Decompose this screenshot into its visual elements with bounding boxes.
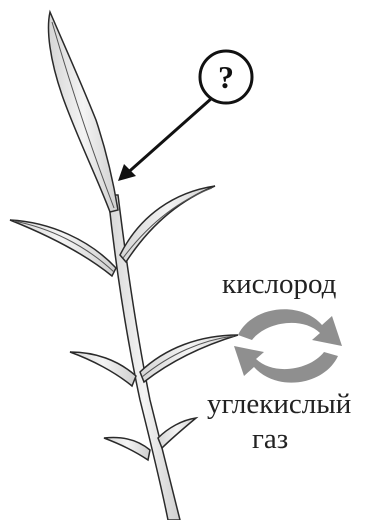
leaf-upper-right bbox=[120, 186, 215, 262]
question-mark: ? bbox=[198, 49, 254, 105]
leaf-lower-right bbox=[158, 418, 196, 448]
leaf-middle-left bbox=[70, 352, 136, 386]
carbon-dioxide-label-line1: углекислый bbox=[207, 390, 351, 419]
top-leaf bbox=[49, 12, 119, 212]
cycle-arrow-lower bbox=[234, 346, 338, 383]
pointer-arrow-line bbox=[124, 98, 212, 176]
cycle-arrow-upper bbox=[238, 309, 342, 346]
oxygen-label: кислород bbox=[222, 270, 336, 299]
carbon-dioxide-label-line2: газ bbox=[252, 425, 288, 454]
leaf-middle-right bbox=[140, 335, 238, 382]
leaf-lower-left bbox=[104, 438, 150, 461]
leaf-upper-left bbox=[10, 220, 116, 276]
